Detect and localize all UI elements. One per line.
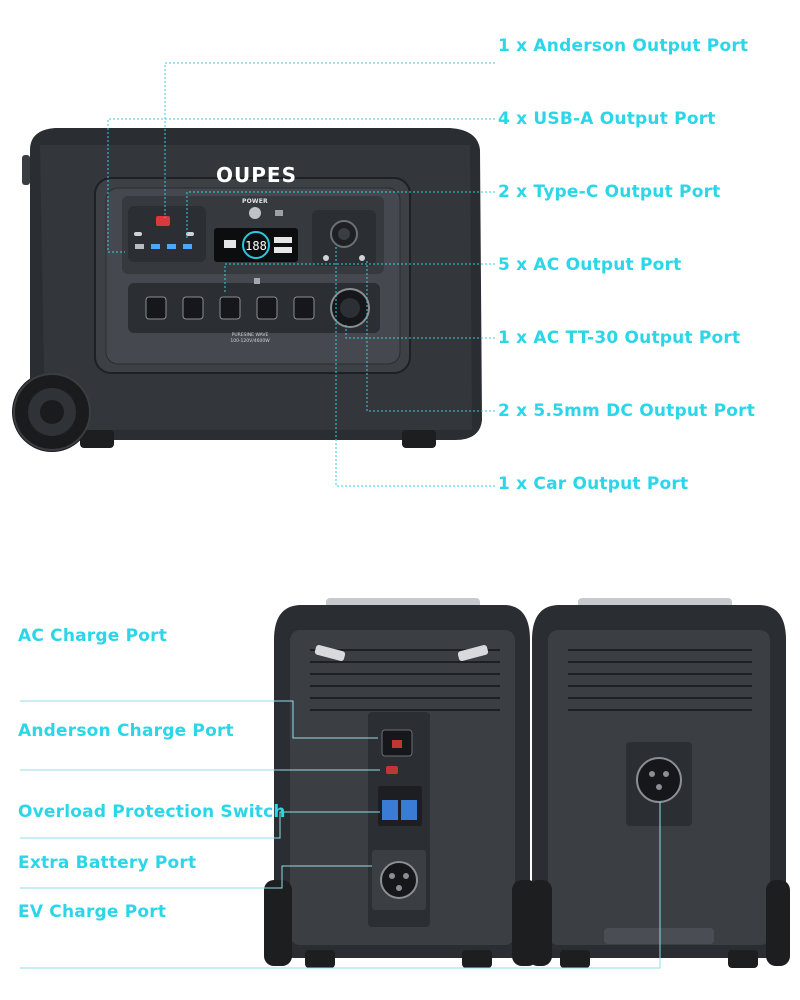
callout-dc-output: 2 x 5.5mm DC Output Port xyxy=(498,401,756,421)
brand-logo: OUPES xyxy=(216,163,297,187)
power-label: POWER xyxy=(242,198,268,205)
callout-ac-output: 5 x AC Output Port xyxy=(498,255,682,275)
callout-ac-charge: AC Charge Port xyxy=(18,626,168,646)
svg-text:PURESINE WAVE: PURESINE WAVE xyxy=(232,332,269,338)
ev-charge-port xyxy=(636,757,682,803)
callout-overload-switch: Overload Protection Switch xyxy=(18,802,286,822)
display-value: 188 xyxy=(245,239,267,253)
lcd-display xyxy=(214,228,298,262)
callout-ev-charge: EV Charge Port xyxy=(18,902,167,922)
power-button xyxy=(249,207,261,219)
callout-usb-a-output: 4 x USB-A Output Port xyxy=(498,109,716,129)
callout-car-output: 1 x Car Output Port xyxy=(498,474,689,494)
anderson-output-port xyxy=(156,216,170,226)
callout-anderson-charge: Anderson Charge Port xyxy=(18,721,234,741)
callout-type-c-output: 2 x Type-C Output Port xyxy=(498,182,721,202)
callout-tt30-output: 1 x AC TT-30 Output Port xyxy=(498,328,741,348)
callout-extra-battery: Extra Battery Port xyxy=(18,853,197,873)
callout-anderson-output: 1 x Anderson Output Port xyxy=(498,36,749,56)
svg-text:100-120V/4600W: 100-120V/4600W xyxy=(230,338,270,344)
back-unit-right xyxy=(528,598,790,968)
